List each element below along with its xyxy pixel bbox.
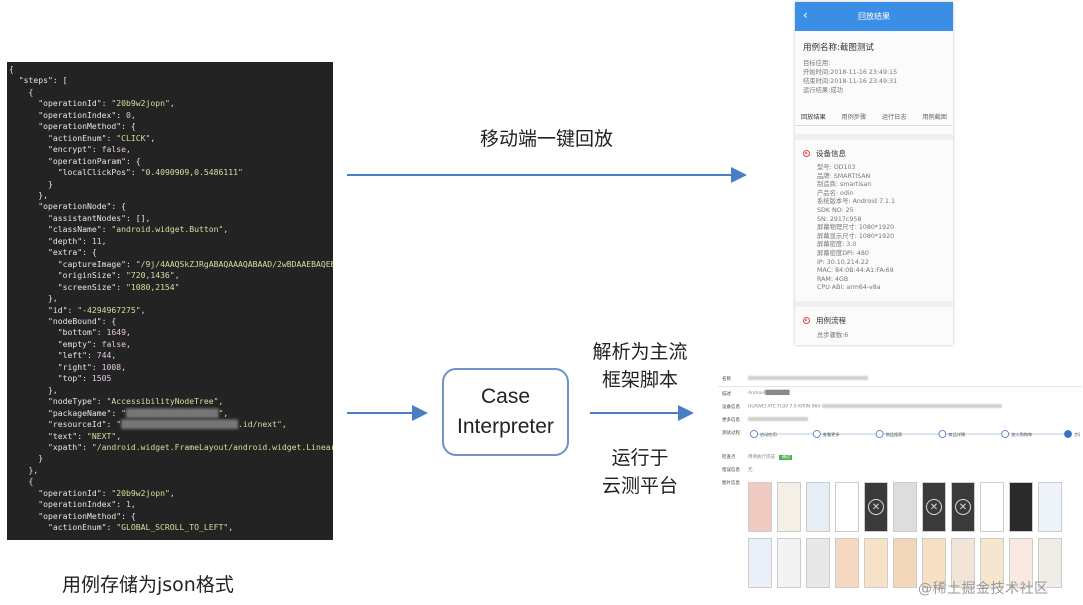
device-info-line: 屏幕密度DPI: 480 xyxy=(795,250,953,259)
web-device-text: HUAWEI ATE-TL00 7.0 KIRIN 960 xyxy=(748,405,820,410)
phone-meta-start: 开始时间:2018-11-16 23:49:15 xyxy=(795,68,953,77)
phone-meta: 目标应用: 开始时间:2018-11-16 23:49:15 结束时间:2018… xyxy=(795,59,953,95)
web-divider xyxy=(718,386,1082,387)
device-info-line: SDK NO: 25 xyxy=(795,207,953,216)
thumbnail-image[interactable] xyxy=(806,538,830,588)
phone-section-device-title: 设备信息 xyxy=(816,148,846,159)
label-run-line2: 云测平台 xyxy=(600,472,680,500)
device-info-line: 屏幕物理尺寸: 1080*1920 xyxy=(795,224,953,233)
web-row-value: Android███████ xyxy=(748,391,790,396)
web-row-label: 描述 xyxy=(722,391,744,397)
close-icon: ✕ xyxy=(868,499,884,515)
web-step-timeline: 启动应用 查看更多 商品搜索 商品详情 加入购物车 步骤结束 xyxy=(746,428,1080,448)
phone-meta-end: 结束时间:2018-11-16 23:49:31 xyxy=(795,77,953,86)
timeline-step-dot xyxy=(939,431,946,438)
phone-title: 回放结果 xyxy=(858,11,890,22)
timeline-step-dot xyxy=(813,431,820,438)
case-interpreter-box: Case Interpreter xyxy=(442,368,569,456)
phone-tabs: 回放结果 用例步骤 运行日志 用例截图 xyxy=(795,107,953,126)
timeline-step-dot xyxy=(1002,431,1009,438)
device-info-line: MAC: 84:0B:44:A1:FA:69 xyxy=(795,267,953,276)
phone-meta-target: 目标应用: xyxy=(795,59,953,68)
label-parse-scripts: 解析为主流 框架脚本 xyxy=(590,338,690,394)
label-run-line1: 运行于 xyxy=(600,444,680,472)
device-info-line: RAM: 4GB xyxy=(795,276,953,285)
timeline-step-label: 步骤结束 xyxy=(1074,431,1080,438)
tab-run-log[interactable]: 运行日志 xyxy=(882,112,907,121)
timeline-step-dot xyxy=(751,431,758,438)
back-chevron-icon[interactable]: ‹ xyxy=(803,8,808,22)
thumbnail-image[interactable] xyxy=(893,482,917,532)
case-box-line2: Interpreter xyxy=(457,412,554,442)
web-row-label: 名称 xyxy=(722,376,744,382)
thumbnail-image[interactable] xyxy=(1009,482,1033,532)
web-row-value xyxy=(748,376,868,382)
timeline-step-label: 商品详情 xyxy=(948,431,965,438)
cloud-test-report-screenshot: 名称 描述 Android███████ 设备信息 HUAWEI ATE-TL0… xyxy=(718,366,1082,602)
watermark: @稀土掘金技术社区 xyxy=(918,578,1049,598)
tab-case-screenshots[interactable]: 用例截图 xyxy=(922,112,947,121)
thumbnail-image[interactable] xyxy=(777,482,801,532)
thumbnail-image[interactable] xyxy=(1038,482,1062,532)
timeline-step-label: 查看更多 xyxy=(823,431,840,438)
phone-section-device: 设备信息 xyxy=(795,140,953,164)
timeline-step-dot xyxy=(1065,431,1072,438)
thumbnail-error[interactable]: ✕ xyxy=(951,482,975,532)
thumbnail-error[interactable]: ✕ xyxy=(922,482,946,532)
device-info-line: 型号: OD103 xyxy=(795,164,953,173)
label-parse-line1: 解析为主流 xyxy=(590,338,690,366)
thumbnail-image[interactable] xyxy=(748,482,772,532)
thumbnail-image[interactable] xyxy=(835,538,859,588)
device-info-line: IP: 30.10.214.22 xyxy=(795,259,953,268)
phone-meta-result: 运行结果:成功 xyxy=(795,86,953,95)
phone-device-list: 型号: OD103品牌: SMARTISAN制造商: smartisan产品名:… xyxy=(795,164,953,293)
web-row-label: 图片信息 xyxy=(722,480,744,486)
web-check-badge: 通过 xyxy=(779,455,792,460)
timeline-step-dot xyxy=(876,431,883,438)
web-row-label: 检查点 xyxy=(722,454,744,460)
device-info-line: 屏幕密度: 3.0 xyxy=(795,241,953,250)
web-row-value xyxy=(748,417,808,423)
record-icon xyxy=(803,150,810,157)
thumbnail-image[interactable] xyxy=(864,538,888,588)
device-info-line: SN: 2917c958 xyxy=(795,216,953,225)
phone-section-flow-title: 用例流程 xyxy=(816,315,846,326)
phone-header: ‹ 回放结果 xyxy=(795,2,953,31)
phone-flow-steps: 总步骤数:6 xyxy=(795,331,953,340)
timeline-step-label: 加入购物车 xyxy=(1011,431,1032,438)
close-icon: ✕ xyxy=(926,499,942,515)
record-icon xyxy=(803,317,810,324)
close-icon: ✕ xyxy=(955,499,971,515)
thumbnail-image[interactable] xyxy=(748,538,772,588)
mobile-replay-screenshot: ‹ 回放结果 用例名称:截图测试 目标应用: 开始时间:2018-11-16 2… xyxy=(795,2,953,345)
timeline-step-label: 商品搜索 xyxy=(886,431,903,438)
label-parse-line2: 框架脚本 xyxy=(590,366,690,394)
web-row-value: 用例执行完成 通过 xyxy=(748,454,792,460)
thumbnail-image[interactable] xyxy=(806,482,830,532)
web-row-label: 设备信息 xyxy=(722,404,744,410)
phone-section-flow: 用例流程 xyxy=(795,307,953,331)
case-box-line1: Case xyxy=(481,382,530,412)
tab-case-steps[interactable]: 用例步骤 xyxy=(841,112,866,121)
web-row-label: 测试过程 xyxy=(722,430,744,436)
device-info-line: 品牌: SMARTISAN xyxy=(795,173,953,182)
thumbnail-image[interactable] xyxy=(835,482,859,532)
web-row-value: HUAWEI ATE-TL00 7.0 KIRIN 960 xyxy=(748,404,1002,410)
timeline-step-label: 启动应用 xyxy=(760,431,777,438)
tab-replay-result[interactable]: 回放结果 xyxy=(801,112,826,121)
web-row-value: 无 xyxy=(748,467,753,473)
web-row-label: 错误信息 xyxy=(722,467,744,473)
thumbnail-image[interactable] xyxy=(893,538,917,588)
label-run-cloud: 运行于 云测平台 xyxy=(600,444,680,500)
thumbnail-error[interactable]: ✕ xyxy=(864,482,888,532)
phone-case-name: 用例名称:截图测试 xyxy=(795,31,953,59)
device-info-line: 制造商: smartisan xyxy=(795,181,953,190)
thumbnail-image[interactable] xyxy=(980,482,1004,532)
label-mobile-replay: 移动端一键回放 xyxy=(480,125,613,153)
device-info-line: 系统版本号: Android 7.1.1 xyxy=(795,198,953,207)
device-info-line: CPU ABI: arm64-v8a xyxy=(795,284,953,293)
thumbnail-image[interactable] xyxy=(777,538,801,588)
web-row-label: 更多信息 xyxy=(722,417,744,423)
web-check-text: 用例执行完成 xyxy=(748,455,775,460)
